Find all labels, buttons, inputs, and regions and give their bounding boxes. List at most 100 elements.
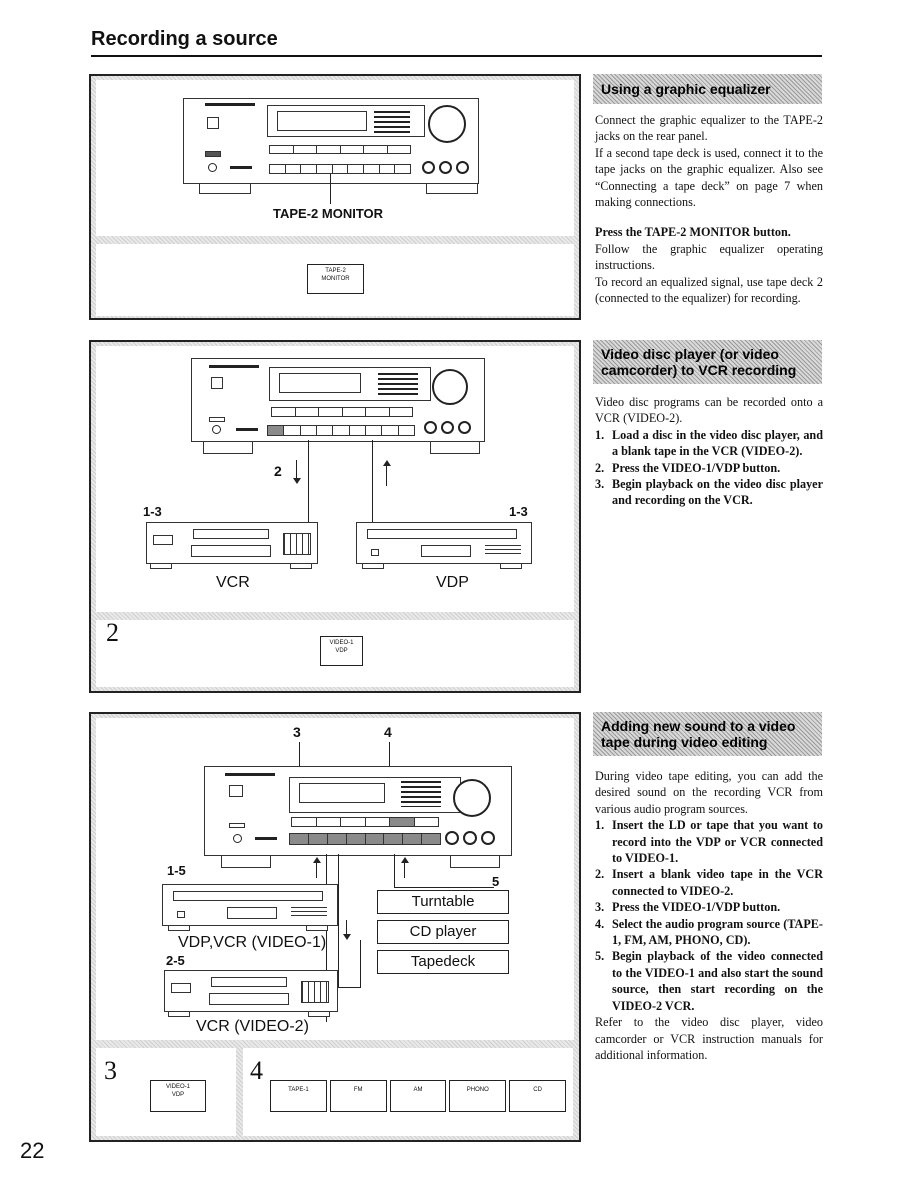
step-2-5-callout: 2-5 (166, 953, 185, 968)
section2-heading: Video disc player (or video camcorder) t… (593, 340, 822, 384)
title-rule (91, 55, 822, 57)
receiver-foot-left (199, 184, 251, 194)
receiver-foot-left (203, 442, 253, 454)
vcr-label: VCR (216, 574, 250, 591)
video1-vdp-key: VIDEO-1 VDP (320, 636, 363, 666)
callout-line (330, 174, 331, 204)
section3-heading-line2: tape during video editing (601, 734, 768, 751)
key-fm: FM (329, 1080, 387, 1112)
inset-step-3-number: 3 (104, 1056, 117, 1085)
step-number: 4. (595, 916, 605, 931)
receiver-unit (183, 98, 479, 184)
section3-step: 4. Select the audio program source (TAPE-… (595, 916, 823, 949)
step-number: 2. (595, 867, 605, 882)
step-text: Select the audio program source (TAPE-1,… (612, 916, 823, 948)
section1-p5: To record an equalized signal, use tape … (595, 274, 823, 306)
receiver-unit (204, 766, 512, 856)
section2-step: 1. Load a disc in the video disc player, … (595, 427, 823, 460)
arrow-up (404, 862, 405, 878)
arrow-up (386, 466, 387, 486)
step-number: 3. (595, 900, 605, 915)
receiver-foot-right (426, 184, 478, 194)
step-number: 1. (595, 427, 605, 442)
vcr-unit (146, 522, 318, 564)
section2-steps: 1. Load a disc in the video disc player, … (595, 427, 823, 509)
arrow-up-head (313, 857, 321, 863)
section1-body: Connect the graphic equalizer to the TAP… (595, 112, 823, 306)
arrow-up-head (383, 460, 391, 466)
section3-heading: Adding new sound to a video tape during … (593, 712, 822, 756)
step-number: 1. (595, 818, 605, 833)
step-1-3-right-callout: 1-3 (509, 504, 528, 519)
inset-step-number: 2 (106, 618, 119, 647)
cable-line (394, 887, 494, 888)
step-text: Insert the LD or tape that you want to r… (612, 818, 823, 866)
step-number: 5. (595, 949, 605, 964)
step-text: Load a disc in the video disc player, an… (612, 427, 823, 459)
receiver-unit (191, 358, 485, 442)
step-1-3-left-callout: 1-3 (143, 504, 162, 519)
cable-line (308, 440, 309, 522)
arrow-down (346, 920, 347, 936)
section1-p1: Connect the graphic equalizer to the TAP… (595, 113, 823, 144)
vcr-foot (168, 1012, 190, 1017)
section3-step: 5. Begin playback of the video connected … (595, 948, 823, 1014)
receiver-foot-right (430, 442, 480, 454)
section2-step: 3. Begin playback on the video disc playe… (595, 476, 823, 509)
step-number: 3. (595, 477, 605, 492)
section2-heading-line2: camcorder) to VCR recording (601, 362, 797, 379)
section3-intro: During video tape editing, you can add t… (595, 769, 823, 816)
section3-heading-line1: Adding new sound to a video (601, 718, 796, 734)
source-tapedeck: Tapedeck (377, 950, 509, 974)
cable-line (360, 940, 361, 988)
vdp-vcr-video1-unit (162, 884, 338, 926)
step-text: Begin playback on the video disc player … (612, 477, 823, 508)
arrow-down-head (293, 478, 301, 484)
key-am: AM (389, 1080, 447, 1112)
step-2-callout: 2 (274, 463, 282, 479)
arrow-up-head (401, 857, 409, 863)
step-4-callout: 4 (384, 724, 392, 740)
section1-p3: Press the TAPE-2 MONITOR button. (595, 225, 791, 240)
vdp-label: VDP (436, 574, 469, 591)
vcr-foot (308, 1012, 330, 1017)
cable-line (326, 854, 327, 1022)
source-turntable: Turntable (377, 890, 509, 914)
tape2-monitor-key: TAPE-2 MONITOR (307, 264, 364, 294)
step-5-callout: 5 (492, 874, 500, 889)
section3-step: 2.Insert a blank video tape in the VCR c… (595, 866, 823, 899)
arrow-down (296, 460, 297, 480)
step-text: Begin playback of the video connected to… (612, 949, 823, 1013)
key-phono: PHONO (449, 1080, 507, 1112)
vdp-vcr-video1-label: VDP,VCR (VIDEO-1) (178, 934, 327, 951)
cable-line (338, 987, 360, 988)
step-3-callout: 3 (293, 724, 301, 740)
vcr-video2-label: VCR (VIDEO-2) (196, 1018, 309, 1035)
key-tape1: TAPE-1 (270, 1080, 327, 1112)
receiver-foot-left (221, 856, 271, 868)
arrow-up (316, 862, 317, 878)
vdp-foot (362, 564, 384, 569)
page-number: 22 (20, 1138, 45, 1163)
section1-p2: If a second tape deck is used, connect i… (595, 145, 823, 210)
step-text: Press the VIDEO-1/VDP button. (612, 460, 781, 475)
step-1-5-callout: 1-5 (167, 863, 186, 878)
section3-outro: Refer to the video disc player, video ca… (595, 1015, 823, 1062)
video1-vdp-key: VIDEO-1 VDP (150, 1080, 206, 1112)
section3-step: 3.Press the VIDEO-1/VDP button. (595, 899, 823, 915)
key-cd: CD (509, 1080, 566, 1112)
section3-body: During video tape editing, you can add t… (595, 768, 823, 1063)
receiver-foot-right (450, 856, 500, 868)
vdp-unit (356, 522, 532, 564)
section2-intro: Video disc programs can be recorded onto… (595, 395, 823, 426)
vcr-foot (150, 564, 172, 569)
arrow-down-head (343, 934, 351, 940)
inset-step-4-number: 4 (250, 1056, 263, 1085)
cable-line (372, 440, 373, 522)
figure-vdp-to-vcr (89, 340, 581, 693)
section3-steps: 1. Insert the LD or tape that you want to… (595, 817, 823, 1014)
step-number: 2. (595, 460, 605, 475)
section2-heading-line1: Video disc player (or video (601, 346, 779, 362)
section1-heading: Using a graphic equalizer (593, 74, 822, 104)
section2-body: Video disc programs can be recorded onto… (595, 394, 823, 509)
